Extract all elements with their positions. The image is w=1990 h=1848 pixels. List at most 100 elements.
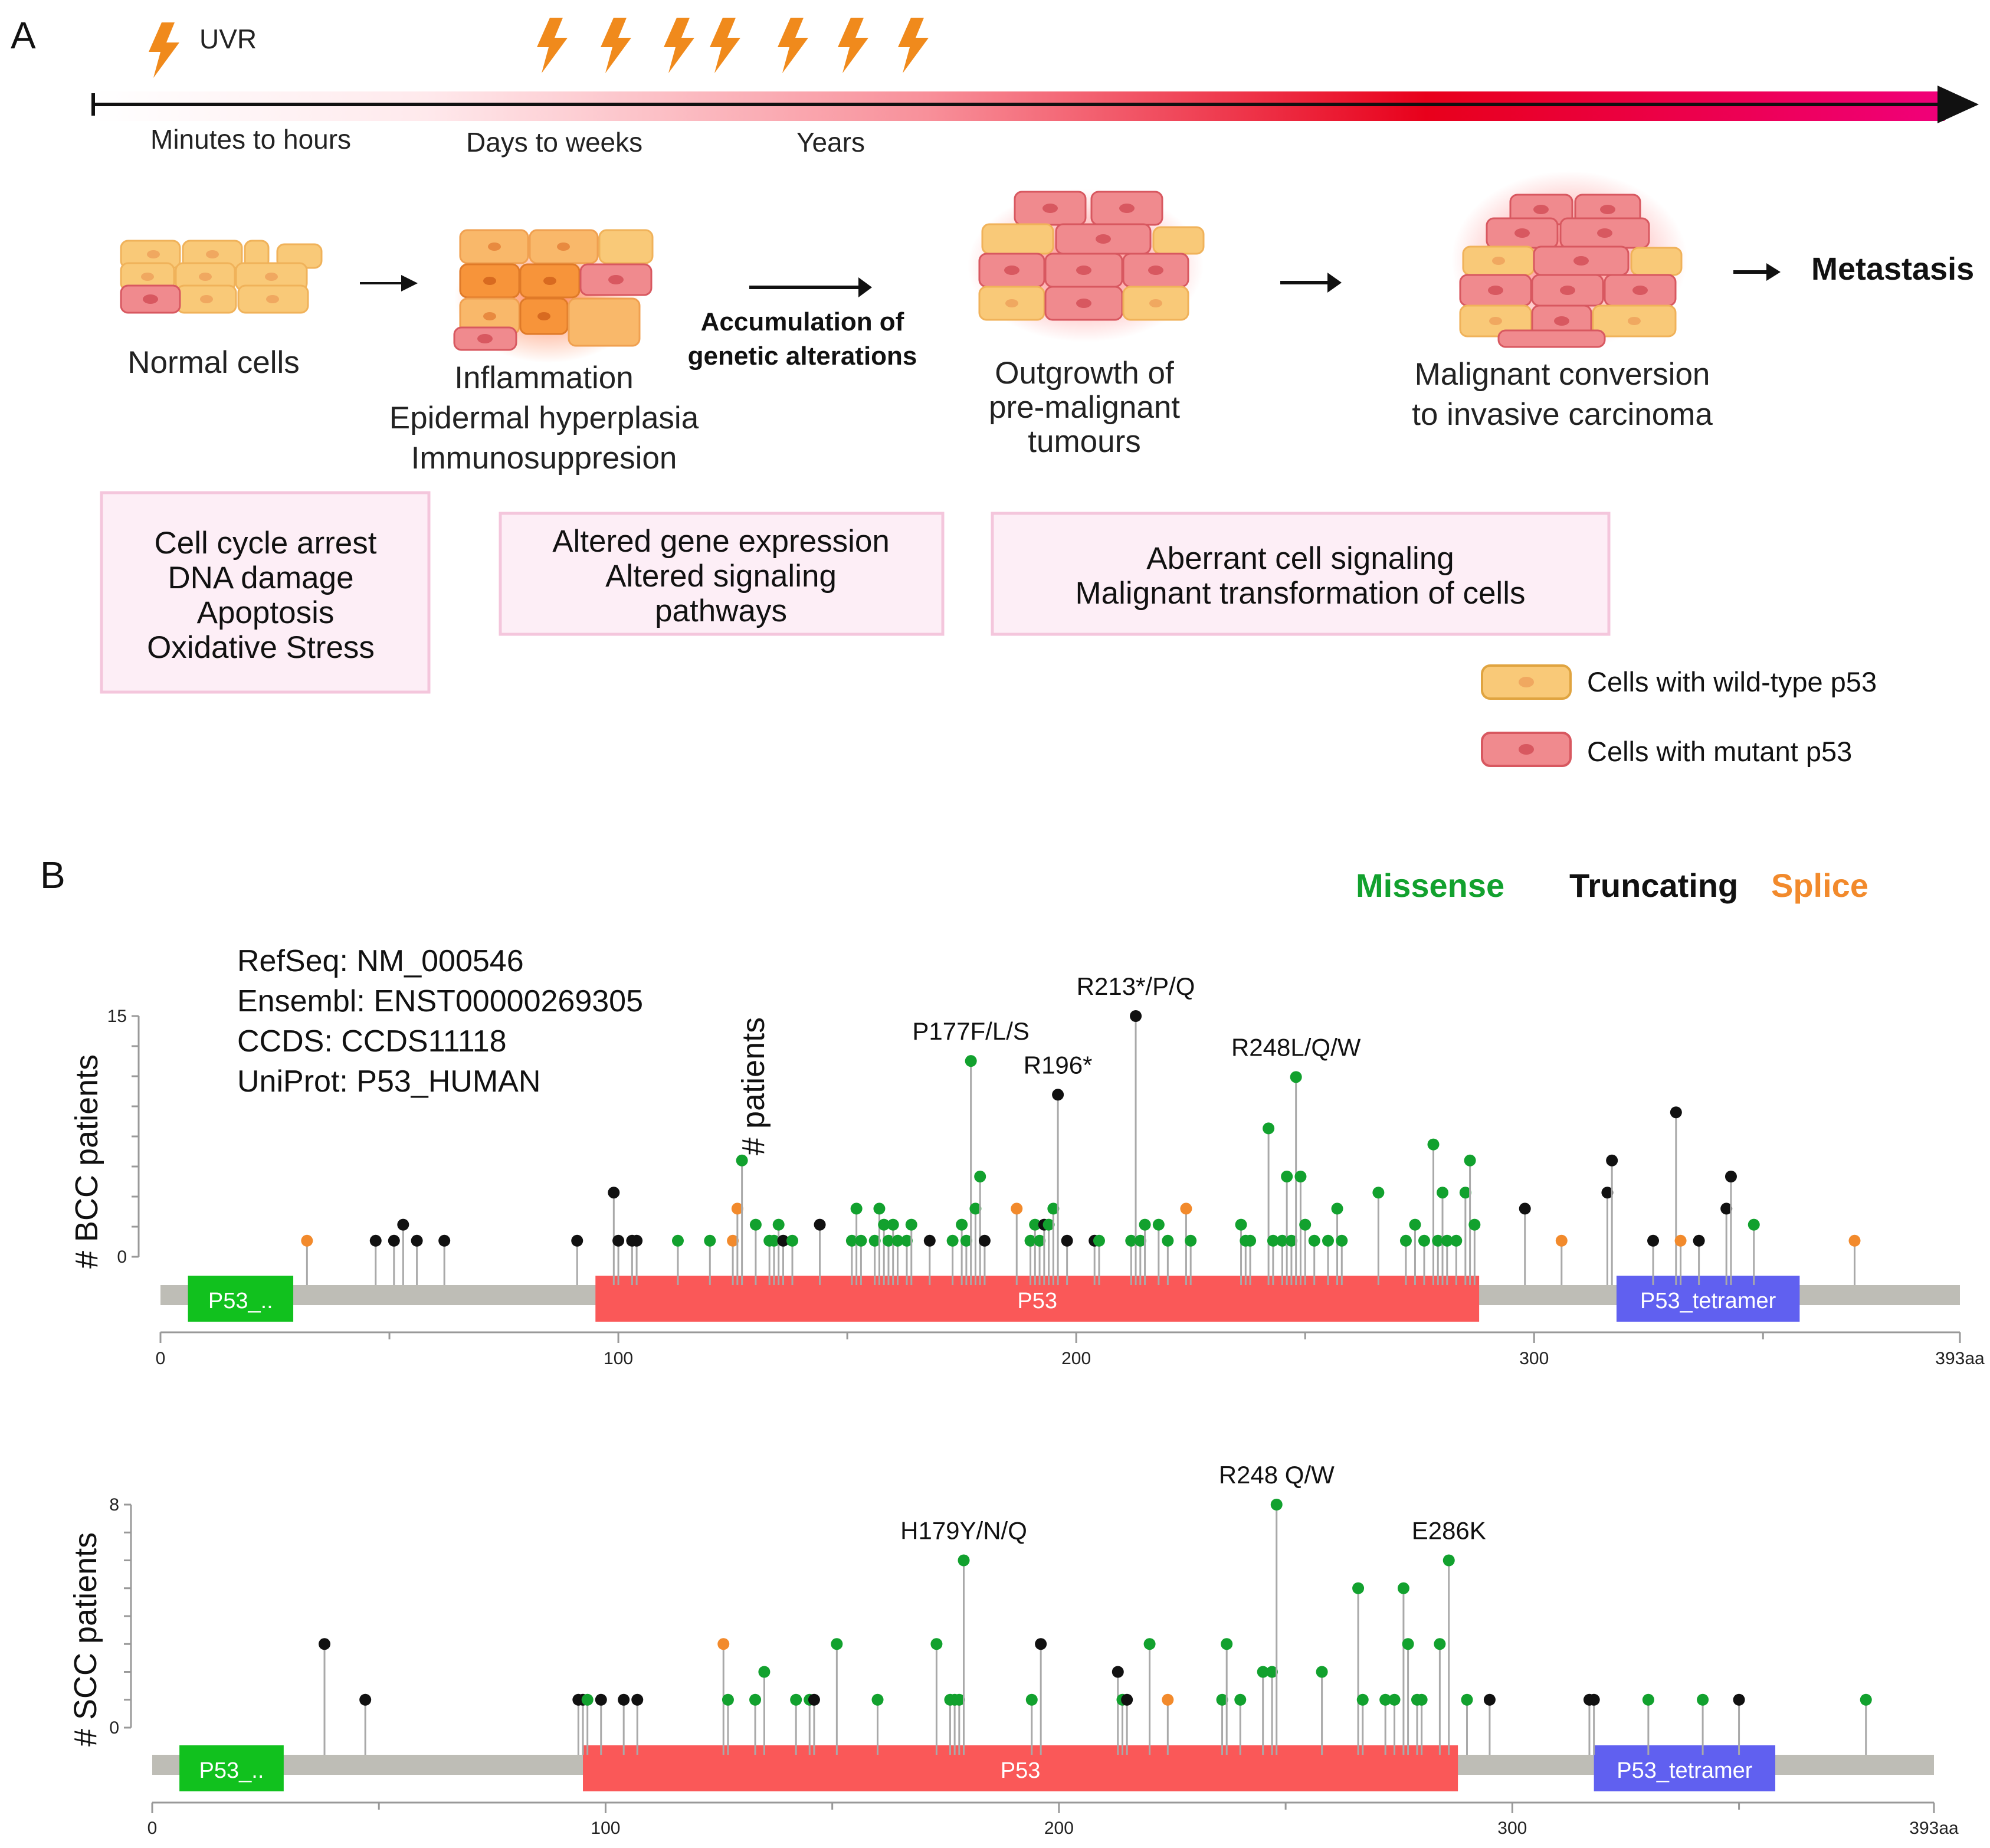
mutation-missense-point [1034, 1234, 1046, 1247]
mutation-missense-point [1336, 1234, 1348, 1247]
mutation-splice-point [1011, 1202, 1023, 1215]
identifier-text: CCDS: CCDS11118 [237, 1024, 507, 1059]
mutation-missense-point [1459, 1187, 1471, 1199]
effect-box: Aberrant cell signaling Malignant transf… [991, 512, 1611, 636]
effect-box-text: Aberrant cell signaling [1146, 541, 1454, 576]
legend-splice: Splice [1771, 867, 1868, 904]
mutation-missense-point [953, 1693, 965, 1706]
mutation-missense-point [1285, 1234, 1297, 1247]
mutation-missense-point [1418, 1234, 1430, 1247]
mutation-missense-point [1276, 1234, 1289, 1247]
mutation-truncating-point [923, 1234, 936, 1247]
timeline-arrow [91, 86, 1979, 123]
mutation-missense-point [1372, 1187, 1385, 1199]
x-tick-label: 100 [591, 1818, 620, 1838]
mutation-truncating-point [411, 1234, 423, 1247]
mutation-missense-point [969, 1202, 982, 1215]
mutation-missense-point [1748, 1218, 1760, 1231]
stage-label-accumulation: genetic alterations [688, 342, 917, 371]
arrow-icon [360, 275, 418, 291]
legend-missense: Missense [1356, 867, 1504, 904]
arrow-icon [749, 277, 872, 297]
mutation-missense-point [1185, 1234, 1197, 1247]
mutation-splice-point [727, 1234, 739, 1247]
mutation-missense-point [1294, 1171, 1307, 1182]
x-tick-label: 200 [1061, 1349, 1091, 1368]
mutation-splice-point [1162, 1693, 1174, 1706]
mutation-truncating-point [1121, 1693, 1133, 1706]
mutation-missense-point [956, 1218, 968, 1231]
mutation-missense-point [1216, 1693, 1228, 1706]
mutation-missense-point [1379, 1693, 1392, 1706]
mutation-missense-point [974, 1171, 986, 1182]
panel-b-letter: B [40, 854, 65, 896]
timeline-label: Minutes to hours [150, 124, 351, 155]
mutation-missense-point [1266, 1666, 1278, 1678]
outgrowth-cells-illustration [968, 189, 1205, 342]
mutation-missense-point [790, 1693, 802, 1706]
mutation-truncating-point [1061, 1234, 1073, 1247]
mutation-missense-point [1152, 1218, 1165, 1231]
mutation-missense-point [749, 1218, 762, 1231]
effect-box-text: Apoptosis [197, 595, 335, 630]
lightning-icon [537, 18, 568, 73]
mutation-missense-point [1441, 1234, 1453, 1247]
panel-a-letter: A [11, 14, 36, 57]
protein-domain [1594, 1745, 1776, 1791]
effect-box: Cell cycle arrest DNA damage Apoptosis O… [100, 491, 431, 694]
mutation-missense-point [1244, 1234, 1257, 1247]
mutation-truncating-point [1483, 1693, 1496, 1706]
gene-identifiers: RefSeq: NM_000546 Ensembl: ENST000002693… [237, 944, 643, 1099]
mutation-missense-point [1331, 1202, 1343, 1215]
mutation-truncating-point [1720, 1202, 1733, 1215]
mutation-splice-point [731, 1202, 743, 1215]
mutation-missense-point [1427, 1138, 1440, 1151]
mutation-missense-point [1047, 1202, 1060, 1215]
mutation-truncating-point [1052, 1089, 1064, 1101]
mutation-missense-point [882, 1234, 894, 1247]
effect-box-text: Altered signaling [605, 559, 837, 594]
protein-domain [179, 1745, 284, 1791]
malignant-cells-illustration [1451, 171, 1687, 348]
mutation-truncating-point [1606, 1154, 1618, 1167]
mutation-missense-point [1139, 1218, 1151, 1231]
uvr-label: UVR [199, 24, 257, 54]
mutation-missense-point [1437, 1187, 1449, 1199]
mutation-truncating-point [612, 1234, 625, 1247]
mutation-missense-point [1263, 1122, 1275, 1135]
mutation-missense-point [965, 1055, 977, 1067]
x-tick-label: 0 [147, 1818, 158, 1838]
identifier-text: RefSeq: NM_000546 [237, 944, 524, 978]
mutation-missense-point [1402, 1638, 1414, 1650]
mutation-missense-point [1162, 1234, 1174, 1247]
arrow-icon [1733, 263, 1781, 281]
effect-box-text: Cell cycle arrest [155, 526, 377, 561]
timeline-label: Years [796, 127, 865, 158]
mutation-truncating-point [1519, 1202, 1531, 1215]
mutation-missense-point [901, 1234, 913, 1247]
mutation-missense-point [1042, 1218, 1055, 1231]
legend-wild-type-label: Cells with wild-type p53 [1587, 666, 1877, 697]
mutation-truncating-point [359, 1693, 372, 1706]
mutation-missense-point [946, 1234, 959, 1247]
mutation-truncating-point [618, 1693, 630, 1706]
mutation-missense-point [850, 1202, 863, 1215]
mutation-truncating-point [1693, 1234, 1705, 1247]
mutation-splice-point [717, 1638, 730, 1650]
protein-domain-label: P53 [1017, 1289, 1057, 1313]
mutation-missense-point [1257, 1666, 1269, 1678]
mutation-truncating-point [1130, 1010, 1142, 1022]
mutation-missense-point [891, 1234, 904, 1247]
mutation-missense-point [1352, 1582, 1365, 1594]
x-tick-label: 100 [604, 1349, 633, 1368]
mutation-missense-point [1024, 1234, 1037, 1247]
normal-cells-illustration [120, 240, 323, 314]
mutation-missense-point [930, 1638, 943, 1650]
y-tick-label: 0 [117, 1247, 127, 1267]
mutation-missense-point [1281, 1171, 1293, 1182]
y-axis-label: # BCC patients [69, 1054, 104, 1269]
lightning-icon [778, 18, 808, 73]
mutation-missense-point [1234, 1693, 1247, 1706]
